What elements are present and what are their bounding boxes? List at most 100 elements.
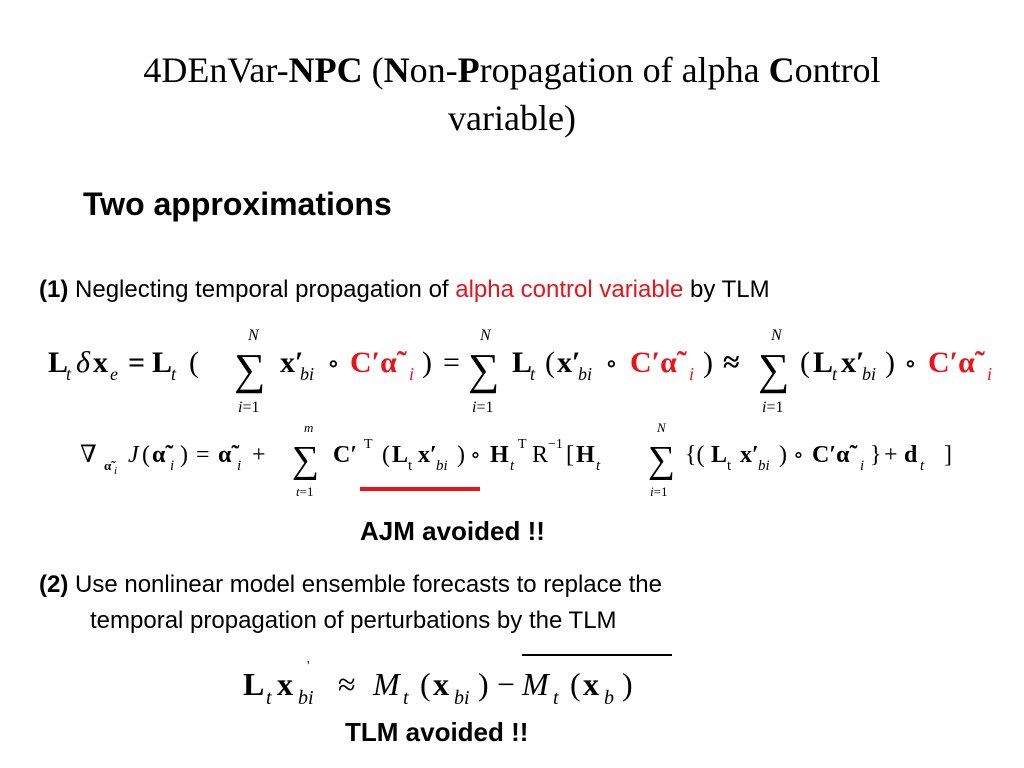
svg-text:x′: x′ — [841, 346, 864, 379]
svg-text:x′: x′ — [280, 346, 303, 379]
svg-text:N: N — [770, 327, 783, 344]
svg-text:i: i — [860, 458, 864, 474]
title-segment: C — [768, 50, 795, 90]
svg-text:}: } — [870, 442, 882, 468]
ajm-avoided-note: AJM avoided !! — [360, 516, 545, 546]
approximation-1-text-after: by TLM — [683, 276, 770, 303]
svg-text:{(: {( — [685, 442, 705, 468]
svg-text:i=1: i=1 — [762, 399, 783, 416]
title-segment: 4DEnVar- — [143, 50, 289, 90]
svg-text:C′: C′ — [333, 442, 357, 468]
section-heading: Two approximations — [83, 186, 392, 222]
svg-text:e: e — [110, 364, 118, 384]
svg-text:t: t — [66, 364, 72, 384]
svg-text:t: t — [596, 458, 601, 474]
svg-text:bi: bi — [454, 687, 470, 709]
svg-text:δ: δ — [76, 346, 91, 379]
svg-text:(: ( — [420, 666, 431, 702]
approximation-1-number: (1) — [39, 276, 69, 303]
svg-text:−1: −1 — [548, 437, 563, 452]
svg-text:∘: ∘ — [327, 349, 340, 378]
svg-text:(: ( — [382, 442, 390, 468]
svg-text:x: x — [277, 666, 293, 702]
svg-text:+: + — [884, 442, 898, 468]
svg-text:H: H — [490, 442, 509, 468]
svg-text:bi: bi — [298, 687, 314, 709]
svg-text:b: b — [604, 687, 614, 709]
svg-text:t: t — [530, 364, 536, 384]
svg-text:i: i — [237, 458, 241, 474]
title-segment: P — [457, 50, 480, 90]
svg-text:x′: x′ — [740, 442, 759, 468]
svg-text:t: t — [408, 458, 413, 474]
svg-text:[: [ — [566, 442, 574, 468]
svg-text:L: L — [392, 442, 408, 468]
approximation-2-line-1: (2) Use nonlinear model ensemble forecas… — [39, 570, 662, 600]
svg-text:bi: bi — [862, 364, 876, 384]
svg-text:M: M — [372, 666, 402, 702]
tlm-avoided-note: TLM avoided !! — [345, 717, 529, 747]
svg-text:L: L — [813, 346, 833, 379]
svg-text:(: ( — [800, 346, 810, 379]
svg-text:∘: ∘ — [605, 349, 618, 378]
svg-text:bi: bi — [758, 458, 770, 474]
approximation-2-line-2: temporal propagation of perturbations by… — [90, 607, 617, 634]
svg-text:≈: ≈ — [338, 666, 356, 702]
svg-text:∑: ∑ — [758, 345, 789, 394]
svg-text:∇: ∇ — [80, 442, 97, 468]
svg-text:∘: ∘ — [793, 442, 804, 467]
svg-text:∘: ∘ — [470, 442, 481, 467]
svg-text:t: t — [832, 364, 838, 384]
svg-text:x: x — [93, 346, 108, 379]
page-title-line-2: variable) — [448, 98, 576, 138]
svg-text:∑: ∑ — [648, 439, 675, 481]
svg-text:t: t — [171, 364, 177, 384]
svg-text:i: i — [114, 465, 117, 477]
svg-text:x′: x′ — [557, 346, 580, 379]
title-segment: ontrol — [794, 50, 881, 90]
svg-text:T: T — [518, 437, 527, 452]
svg-text:i=1: i=1 — [238, 399, 259, 416]
svg-text:R: R — [532, 442, 548, 468]
svg-text:≈: ≈ — [723, 346, 739, 379]
svg-text:x: x — [433, 666, 449, 702]
svg-text:L: L — [243, 666, 264, 702]
svg-text:N: N — [656, 420, 667, 435]
svg-text:t: t — [510, 458, 515, 474]
title-segment: N — [383, 50, 410, 90]
svg-text:i: i — [987, 364, 992, 384]
svg-text:i: i — [170, 458, 174, 474]
svg-text:i=1: i=1 — [650, 484, 667, 499]
svg-text:i: i — [409, 364, 414, 384]
svg-text:∑: ∑ — [234, 345, 265, 394]
approximation-1: (1) Neglecting temporal propagation of a… — [39, 275, 770, 305]
svg-text:∑: ∑ — [468, 345, 499, 394]
svg-text:x′: x′ — [418, 442, 437, 468]
svg-text:=: = — [128, 346, 145, 379]
svg-text:t=1: t=1 — [296, 484, 313, 499]
svg-text:t: t — [266, 687, 272, 709]
svg-text:L: L — [152, 346, 172, 379]
svg-text:i=1: i=1 — [472, 399, 493, 416]
svg-text:i: i — [689, 364, 694, 384]
svg-text:N: N — [247, 327, 260, 344]
svg-text:bi: bi — [436, 458, 448, 474]
svg-text:T: T — [364, 437, 373, 452]
svg-text:t: t — [727, 458, 732, 474]
svg-text:t: t — [920, 458, 925, 474]
svg-text:x: x — [583, 666, 599, 702]
svg-text:): ) — [779, 442, 787, 468]
svg-text:=: = — [196, 442, 210, 468]
svg-text:): ) — [457, 442, 465, 468]
svg-text:L: L — [512, 346, 532, 379]
svg-text:t: t — [553, 687, 559, 709]
svg-text:∑: ∑ — [292, 439, 319, 481]
svg-text:): ) — [622, 666, 633, 702]
approximation-2-number: (2) — [39, 571, 69, 598]
title-segment: on- — [409, 50, 458, 90]
svg-text:M: M — [521, 666, 551, 702]
approximation-1-text-before: Neglecting temporal propagation of — [68, 276, 456, 303]
page-title-line-1: 4DEnVar-NPC (Non-Propagation of alpha Co… — [0, 48, 1024, 92]
